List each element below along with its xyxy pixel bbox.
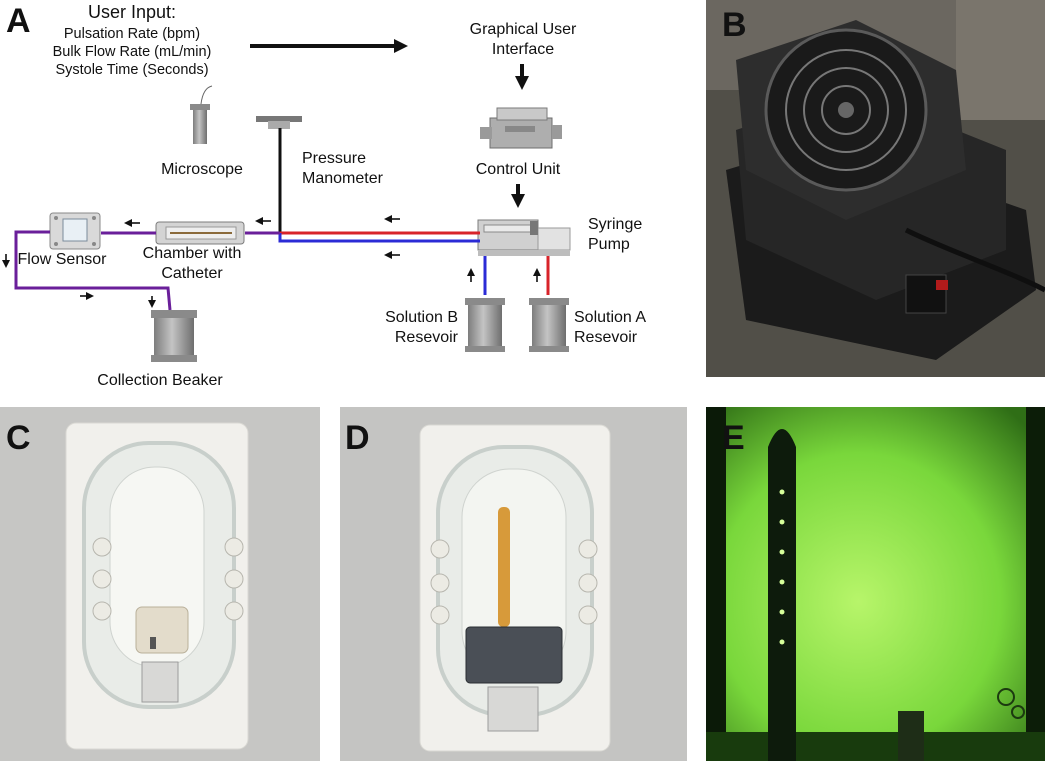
solution-a-label-line-1: Solution A — [574, 309, 646, 326]
photo-control-unit — [706, 0, 1045, 377]
photo-chamber-empty — [0, 407, 320, 761]
collection-beaker-label: Collection Beaker — [97, 372, 223, 389]
panel-label-b: B — [722, 6, 747, 44]
pressure-manometer-icon — [256, 116, 302, 129]
solution-a-label-line-2: Resevoir — [574, 329, 638, 346]
chamber-label-line-1: Chamber with — [143, 245, 242, 262]
pressure-label-line-2: Manometer — [302, 170, 384, 187]
chamber-catheter-illustration — [340, 407, 687, 761]
microscope-icon — [190, 85, 213, 144]
panel-label-a: A — [6, 2, 31, 40]
solution-b-label-line-1: Solution B — [385, 309, 458, 326]
solution-b-label-line-2: Resevoir — [395, 329, 459, 346]
chamber-label-line-2: Catheter — [161, 265, 223, 282]
flow-sensor-icon — [49, 212, 101, 250]
collection-beaker-icon — [151, 310, 197, 362]
syringe-pump-label-line-2: Pump — [588, 236, 630, 253]
flow-sensor-label: Flow Sensor — [18, 251, 108, 268]
gui-label-line-2: Interface — [492, 41, 554, 58]
control-unit-illustration — [706, 0, 1045, 377]
syringe-pump-icon — [477, 219, 571, 256]
user-input-line-1: Pulsation Rate (bpm) — [64, 26, 200, 42]
photo-chamber-catheter — [340, 407, 687, 761]
photo-catheter-green — [706, 407, 1045, 761]
panel-label-c: C — [6, 419, 31, 457]
setup-diagram: User Input: Pulsation Rate (bpm) Bulk Fl… — [2, 2, 646, 389]
user-input-line-3: Systole Time (Seconds) — [55, 62, 208, 78]
catheter-green-illustration — [706, 407, 1045, 761]
solution-a-reservoir-icon — [529, 298, 569, 352]
microscope-label: Microscope — [161, 161, 243, 178]
panel-label-e: E — [722, 419, 745, 457]
purple-line-loop — [14, 230, 172, 311]
control-unit-label: Control Unit — [476, 161, 561, 178]
user-input-line-2: Bulk Flow Rate (mL/min) — [53, 44, 212, 60]
panel-label-d: D — [345, 419, 370, 457]
chamber-empty-illustration — [0, 407, 320, 761]
blue-line — [278, 233, 480, 243]
gui-label-line-1: Graphical User — [470, 21, 577, 38]
syringe-pump-label-line-1: Syringe — [588, 216, 642, 233]
user-input-title: User Input: — [88, 2, 176, 22]
chamber-icon — [155, 221, 245, 245]
control-unit-icon — [480, 107, 562, 149]
pressure-label-line-1: Pressure — [302, 150, 366, 167]
solution-b-reservoir-icon — [465, 298, 505, 352]
